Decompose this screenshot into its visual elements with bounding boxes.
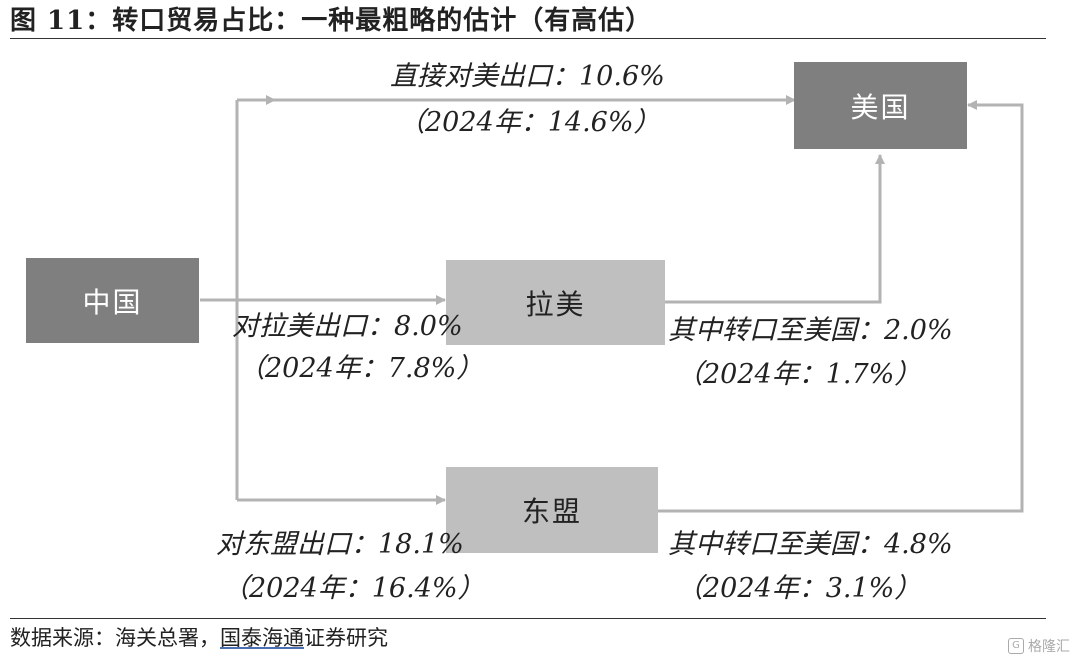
- node-asean: 东盟: [446, 467, 658, 553]
- node-latam: 拉美: [446, 260, 665, 345]
- label-latam-reexport-2024: （2024年：1.7%）: [676, 359, 922, 390]
- watermark-logo-icon: G: [1008, 638, 1024, 654]
- top-rule: [10, 38, 1046, 39]
- label-asean-export: 对东盟出口：18.1%: [216, 529, 464, 560]
- figure-title: 图 11：转口贸易占比：一种最粗略的估计（有高估）: [10, 6, 653, 36]
- source-link[interactable]: 国泰海通: [220, 626, 304, 650]
- label-direct-export: 直接对美出口：10.6%: [390, 61, 665, 92]
- label-asean-export-2024: （2024年：16.4%）: [222, 573, 485, 604]
- label-asean-reexport-2024: （2024年：3.1%）: [676, 573, 922, 604]
- watermark-text: 格隆汇: [1028, 639, 1070, 655]
- node-usa: 美国: [794, 62, 967, 149]
- label-asean-reexport: 其中转口至美国：4.8%: [668, 529, 953, 560]
- label-latam-reexport: 其中转口至美国：2.0%: [668, 315, 953, 346]
- source-note: 数据来源：海关总署，国泰海通证券研究: [10, 622, 388, 652]
- label-latam-export: 对拉美出口：8.0%: [232, 311, 463, 342]
- source-prefix: 数据来源：海关总署，: [10, 626, 220, 650]
- label-direct-export-2024: （2024年：14.6%）: [398, 107, 661, 138]
- watermark: G 格隆汇: [1008, 636, 1070, 656]
- bottom-rule: [10, 618, 1046, 619]
- node-china: 中国: [26, 258, 199, 343]
- arrow-asean-to-usa: [658, 100, 1024, 513]
- label-latam-export-2024: （2024年：7.8%）: [238, 353, 484, 384]
- arrow-latam-to-usa: [665, 154, 885, 304]
- source-suffix: 证券研究: [304, 626, 388, 650]
